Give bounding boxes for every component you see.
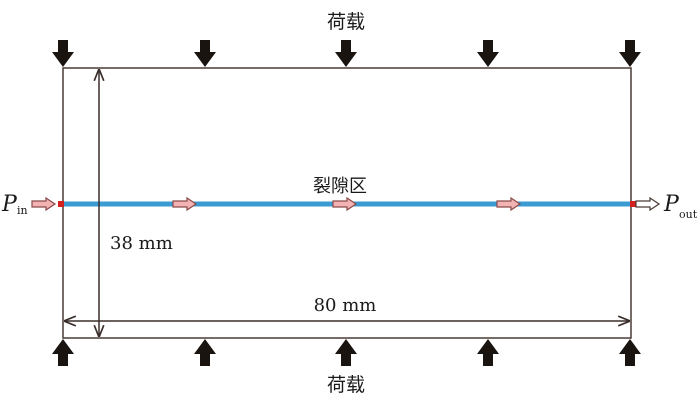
load-label-top: 荷载 (327, 11, 365, 33)
flow-arrow-icon (172, 197, 197, 211)
bottom-load-arrows (52, 339, 641, 366)
p-out-label: P (663, 192, 680, 217)
load-arrow-down-icon (619, 40, 641, 67)
p-in-subscript: in (17, 204, 28, 217)
flow-arrow-icon (496, 197, 521, 211)
load-arrow-down-icon (335, 40, 357, 67)
height-dimension-label: 38 mm (110, 233, 173, 254)
flow-arrow-icon (332, 197, 357, 211)
load-arrow-up-icon (477, 339, 499, 366)
load-arrow-down-icon (194, 40, 216, 67)
fracture-zone-label: 裂隙区 (313, 176, 367, 197)
top-load-arrows (52, 40, 641, 67)
inlet-marker (58, 201, 64, 207)
inflow-arrow-icon (31, 197, 56, 211)
load-arrow-down-icon (477, 40, 499, 67)
load-label-bottom: 荷载 (327, 374, 365, 396)
p-in-label: P (1, 192, 18, 217)
load-arrow-up-icon (619, 339, 641, 366)
p-out-subscript: out (679, 208, 698, 221)
load-arrow-up-icon (335, 339, 357, 366)
load-arrow-down-icon (52, 40, 74, 67)
outlet-marker (630, 201, 636, 207)
width-dimension-label: 80 mm (314, 295, 377, 316)
load-arrow-up-icon (52, 339, 74, 366)
outflow-arrow-icon (635, 196, 661, 212)
load-arrow-up-icon (194, 339, 216, 366)
